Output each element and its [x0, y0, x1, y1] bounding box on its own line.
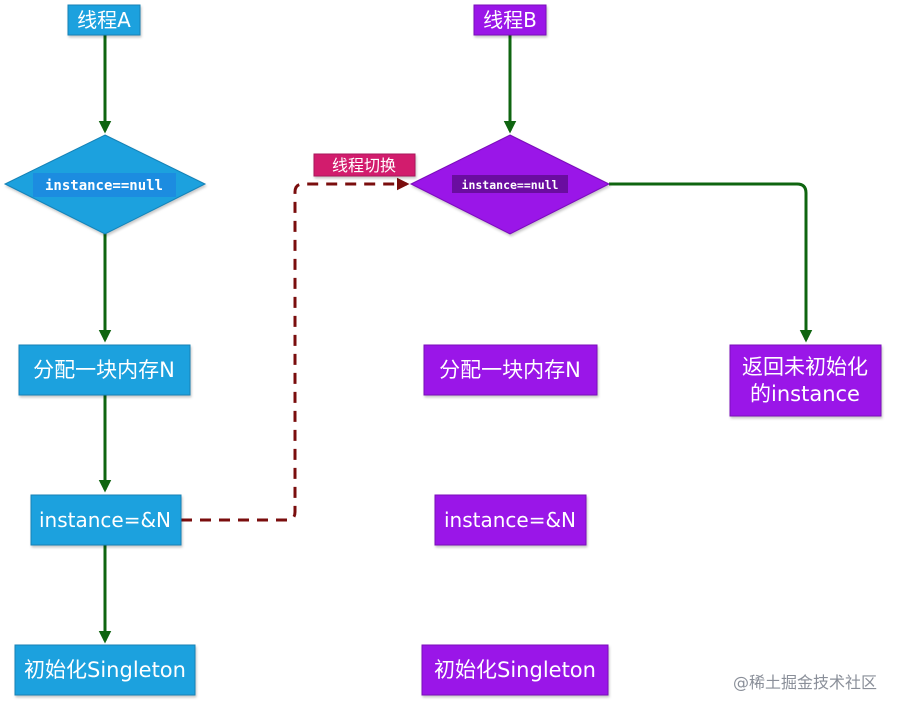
thread-a-condition-node: instance==null [3, 134, 207, 235]
thread-a-init-text: 初始化Singleton [24, 658, 186, 682]
thread-b-condition-node: instance==null [409, 134, 611, 235]
thread-b-return-text-line1: 返回未初始化 [742, 355, 868, 379]
thread-b-alloc-text: 分配一块内存N [439, 358, 581, 382]
thread-b-title: 线程B [483, 8, 537, 32]
thread-a-alloc-box: 分配一块内存N [18, 344, 191, 396]
thread-b-assign-text: instance=&N [444, 508, 576, 532]
thread-b-init-text: 初始化Singleton [434, 658, 596, 682]
thread-a-alloc-text: 分配一块内存N [33, 358, 175, 382]
watermark-text: @稀土掘金技术社区 [733, 673, 877, 692]
thread-b-condition-text: instance==null [462, 178, 559, 192]
thread-b-init-box: 初始化Singleton [421, 644, 609, 696]
thread-b-return-box: 返回未初始化 的instance [729, 344, 882, 417]
thread-switch-badge: 线程切换 [313, 153, 416, 177]
thread-a-assign-box: instance=&N [30, 494, 182, 546]
thread-b-alloc-box: 分配一块内存N [423, 344, 598, 396]
thread-a-init-box: 初始化Singleton [14, 644, 196, 696]
thread-switch-arrow [181, 177, 410, 522]
thread-b-assign-box: instance=&N [434, 494, 587, 546]
arrow-b-condition-to-return [609, 182, 813, 343]
thread-switch-label: 线程切换 [332, 156, 396, 175]
thread-b-return-text-line2: 的instance [750, 382, 860, 406]
thread-a-title-badge: 线程A [67, 4, 141, 36]
thread-a-assign-text: instance=&N [39, 508, 171, 532]
thread-a-condition-text: instance==null [45, 178, 163, 194]
thread-b-title-badge: 线程B [473, 4, 547, 36]
thread-a-title: 线程A [77, 8, 131, 32]
